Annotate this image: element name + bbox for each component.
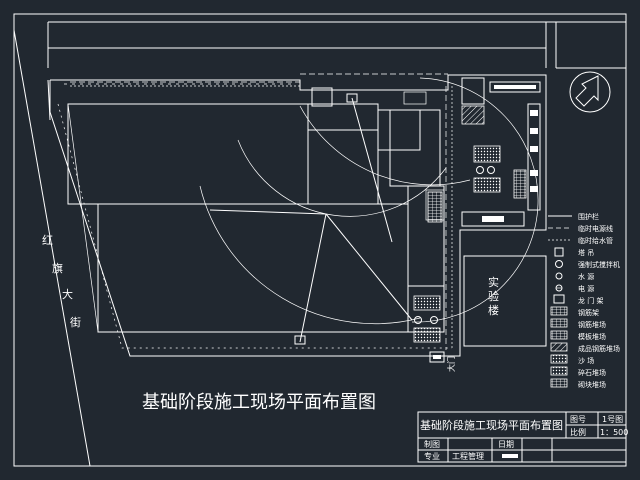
tower-crane-base (346, 93, 358, 103)
storage-yards (413, 145, 527, 363)
sand-yard-lower (413, 327, 441, 343)
scale-label: 比例 (570, 427, 586, 437)
drawing-no-label: 图号 (570, 415, 586, 424)
title-block-name: 基础阶段施工现场平面布置图 (420, 418, 563, 432)
lab-building (461, 211, 547, 347)
block-yard (513, 169, 527, 199)
road-edges (13, 21, 626, 467)
svg-text:楼: 楼 (488, 303, 499, 317)
legend-label-power-source: 电 源 (578, 284, 594, 293)
building-footprints (67, 103, 445, 333)
crane-swing-radius (199, 77, 539, 325)
north-arrow-icon (569, 71, 611, 113)
gravel-yard (473, 145, 501, 163)
svg-text:红: 红 (42, 234, 53, 247)
legend-label-rebar-yard: 钢筋堆场 (578, 320, 606, 329)
legend-symbols (548, 215, 572, 388)
scale-value: 1：500 (600, 428, 628, 437)
discipline-value: 工程管理 (452, 451, 484, 461)
legend-label-water-pipe: 临时给水管 (578, 236, 613, 245)
legend-label-rebar-rack: 钢筋架 (578, 308, 599, 317)
legend-label-power-line: 临时电源线 (578, 224, 613, 233)
mixer (487, 166, 495, 174)
legend-label-finished-rebar: 成品钢筋堆场 (578, 344, 620, 353)
gate-label: 大门 (446, 356, 456, 372)
legend-label-gravel-yard: 碎石堆场 (578, 368, 606, 377)
mixer-lower (430, 316, 438, 324)
site-fence (49, 74, 547, 357)
mixer-lower (414, 316, 422, 324)
svg-text:旗: 旗 (52, 261, 63, 275)
legend-label-sand-yard: 沙 场 (578, 356, 594, 365)
legend-label-wall-line: 围护栏 (578, 212, 599, 221)
tower-crane-jib (209, 93, 413, 345)
lab-building-label: 实 (488, 275, 499, 289)
legend-label-formwork-yard: 模板堆场 (578, 332, 606, 341)
title-block (417, 411, 627, 463)
legend-label-mixer: 强制式搅拌机 (578, 260, 620, 269)
discipline-label: 专业 (424, 451, 440, 461)
gravel-yard-lower (413, 295, 441, 311)
date-label: 日期 (498, 440, 514, 449)
tower-crane-base (294, 335, 306, 345)
svg-text:大: 大 (62, 287, 73, 301)
legend-label-block-yard: 砌块堆场 (578, 380, 606, 389)
svg-text:验: 验 (488, 289, 499, 303)
legend-label-water-source: 水 源 (578, 272, 594, 281)
mixer (476, 166, 484, 174)
sand-yard (473, 177, 501, 193)
legend-label-tower-crane: 塔 吊 (578, 248, 594, 257)
svg-text:街: 街 (70, 315, 81, 329)
drawn-by-label: 制图 (424, 439, 440, 449)
drawing-no-value: 1号图 (602, 415, 623, 424)
drawing-title: 基础阶段施工现场平面布置图 (142, 392, 376, 413)
road-name: 红 旗 大 街 (42, 234, 81, 329)
rebar-yard (427, 191, 443, 223)
temp-power-line (70, 73, 453, 350)
drawing-frame (13, 13, 627, 467)
legend-label-gantry: 龙 门 架 (578, 296, 603, 305)
site-facilities (311, 77, 541, 211)
